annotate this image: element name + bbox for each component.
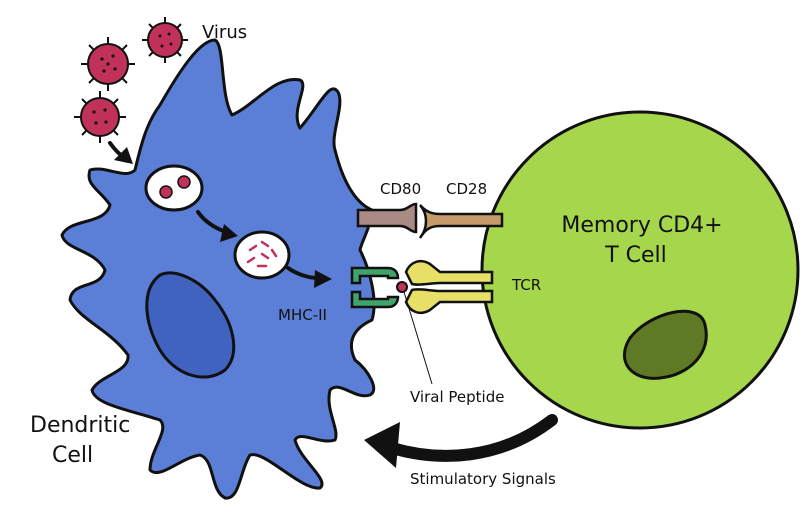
cd80-label: CD80 xyxy=(380,180,421,198)
dendritic-cell-title: Dendritic xyxy=(30,413,130,438)
lysosome xyxy=(233,230,291,280)
cd80-receptor xyxy=(356,202,418,234)
memory-t-cell xyxy=(480,110,800,430)
stimulatory-signals-label: Stimulatory Signals xyxy=(410,470,556,488)
endosome xyxy=(144,164,204,212)
cd28-receptor xyxy=(418,204,504,239)
viral-peptide-dot xyxy=(396,281,408,293)
tcr-receptor xyxy=(404,260,494,314)
virus-particles xyxy=(74,17,188,143)
dendritic-nucleus xyxy=(145,271,236,379)
virus-label: Virus xyxy=(202,22,247,43)
mhc-ii-label: MHC-II xyxy=(278,306,327,324)
dendritic-cell-subtitle: Cell xyxy=(52,443,93,468)
virus-icon xyxy=(142,17,188,63)
memory-t-cell-title: Memory CD4+ xyxy=(561,213,722,238)
tcr-label: TCR xyxy=(511,276,541,294)
dendritic-cell xyxy=(60,38,376,500)
t-cell-nucleus xyxy=(623,309,708,380)
peptide-pointer-line xyxy=(403,291,433,385)
entry-arrow xyxy=(108,141,133,164)
mhc-ii-receptor xyxy=(350,266,400,309)
virus-icon xyxy=(81,37,135,91)
processing-arrow xyxy=(196,210,238,242)
stimulatory-arrow xyxy=(364,414,558,468)
virus-icon xyxy=(74,91,126,143)
cd28-label: CD28 xyxy=(446,180,487,198)
presentation-arrow xyxy=(286,266,332,288)
viral-peptide-label: Viral Peptide xyxy=(410,388,504,406)
memory-t-cell-subtitle: T Cell xyxy=(604,243,667,268)
